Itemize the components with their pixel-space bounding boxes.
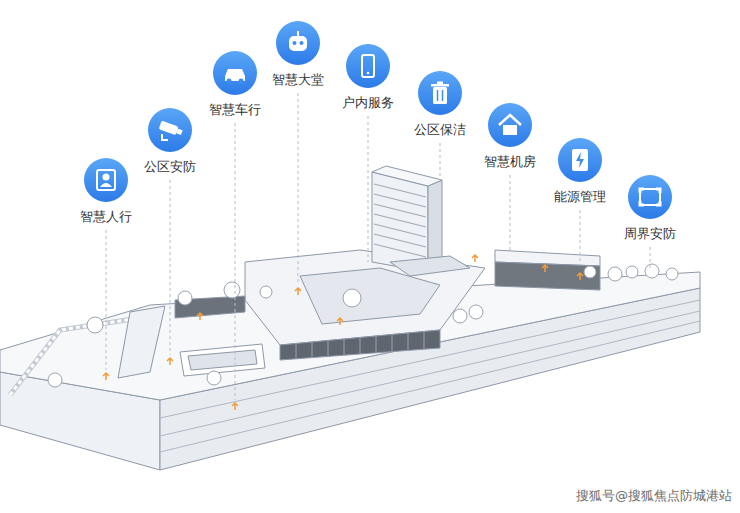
icon-circle xyxy=(558,138,602,182)
feature-label: 公区安防 xyxy=(142,158,198,175)
icon-circle xyxy=(488,103,532,147)
icon-circle xyxy=(418,71,462,115)
feature-label: 智慧大堂 xyxy=(270,71,326,88)
feature-icon-node: 智慧机房 xyxy=(482,103,538,170)
feature-icon-node: 智慧车行 xyxy=(207,51,263,118)
feature-label: 智慧车行 xyxy=(207,101,263,118)
feature-label: 智慧机房 xyxy=(482,153,538,170)
feature-label: 能源管理 xyxy=(552,188,608,205)
feature-icon-node: 智慧人行 xyxy=(78,158,134,225)
icon-circle xyxy=(276,21,320,65)
feature-label: 公区保洁 xyxy=(412,121,468,138)
feature-icon-node: 户内服务 xyxy=(340,44,396,111)
feature-label: 智慧人行 xyxy=(78,208,134,225)
feature-icon-node: 周界安防 xyxy=(622,175,678,242)
feature-label: 周界安防 xyxy=(622,225,678,242)
feature-icon-node: 智慧大堂 xyxy=(270,21,326,88)
watermark: 搜狐号@搜狐焦点防城港站 xyxy=(576,487,732,505)
icon-circle xyxy=(346,44,390,88)
feature-label: 户内服务 xyxy=(340,94,396,111)
icon-circle xyxy=(148,108,192,152)
feature-icon-node: 公区安防 xyxy=(142,108,198,175)
feature-icon-node: 能源管理 xyxy=(552,138,608,205)
icon-circle xyxy=(84,158,128,202)
feature-icon-node: 公区保洁 xyxy=(412,71,468,138)
icon-circle xyxy=(213,51,257,95)
icon-circle xyxy=(628,175,672,219)
